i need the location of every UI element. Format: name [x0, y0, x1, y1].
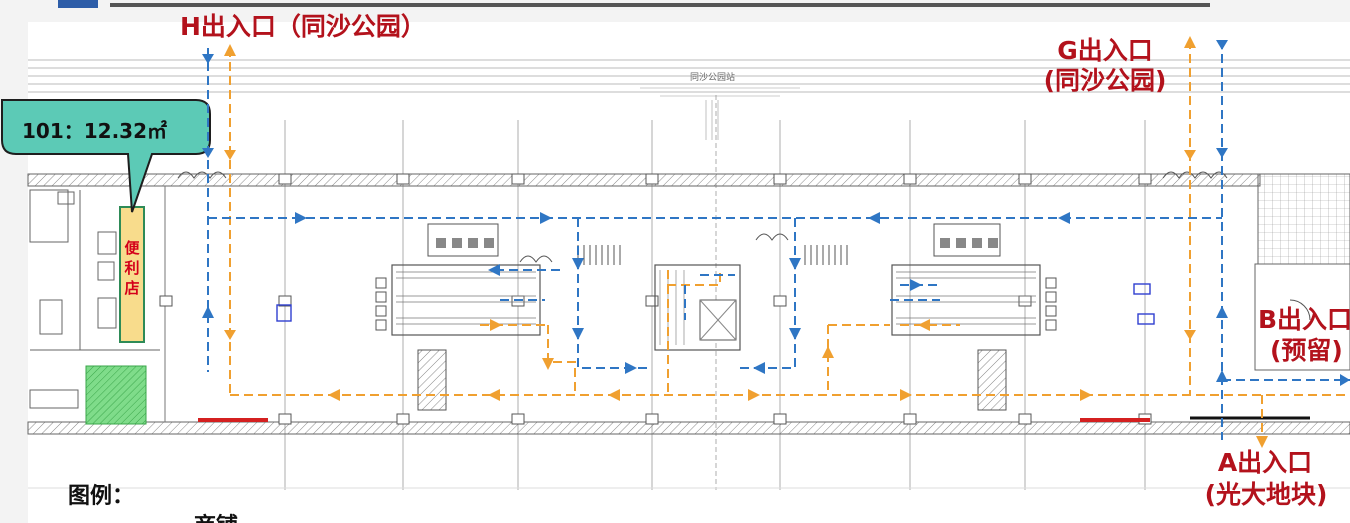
station-name-label: 同沙公园站 [690, 73, 736, 83]
orange-arrows [224, 36, 1268, 448]
door-arcs [177, 171, 1311, 321]
drawing-sheet [28, 22, 1350, 523]
shop-area-callout-text: 101：12.32㎡ [22, 119, 168, 143]
right-escalator-block [891, 223, 1057, 411]
station-walls [27, 173, 1350, 435]
blue-fixtures [276, 283, 1155, 325]
shop-label-char-3: 店 [124, 279, 140, 297]
entrance-a-label-line1: A出入口 [1217, 448, 1313, 477]
header-rule [110, 3, 1210, 7]
entrance-h-label: H出入口（同沙公园） [180, 12, 426, 41]
entrance-g-label-line1: G出入口 [1057, 36, 1153, 65]
b-entrance-room [1254, 263, 1350, 371]
centre-core [577, 245, 848, 351]
legend-title: 图例： [68, 484, 135, 509]
left-rooms [29, 189, 160, 409]
entrance-b-label-line2: (预留) [1270, 336, 1343, 365]
platform-edge-strips [198, 418, 1150, 422]
blue-arrows [202, 40, 1350, 386]
green-room-hatch [86, 366, 146, 424]
header-tab [58, 0, 98, 8]
entrance-g-label-line2: (同沙公园) [1043, 66, 1167, 95]
shop-label-char-2: 利 [124, 259, 140, 277]
entrance-b-label-line1: B出入口 [1258, 305, 1350, 334]
track-lines [28, 59, 1350, 93]
left-escalator-block [375, 223, 541, 411]
shop-label-char-1: 便 [124, 239, 140, 257]
shop-callout [1, 99, 211, 213]
convenience-store-shop [119, 206, 145, 343]
drawing-annotations [640, 87, 800, 140]
entrance-a-label-line2: (光大地块) [1204, 480, 1328, 509]
legend-item-shop: 商铺 [194, 508, 238, 523]
